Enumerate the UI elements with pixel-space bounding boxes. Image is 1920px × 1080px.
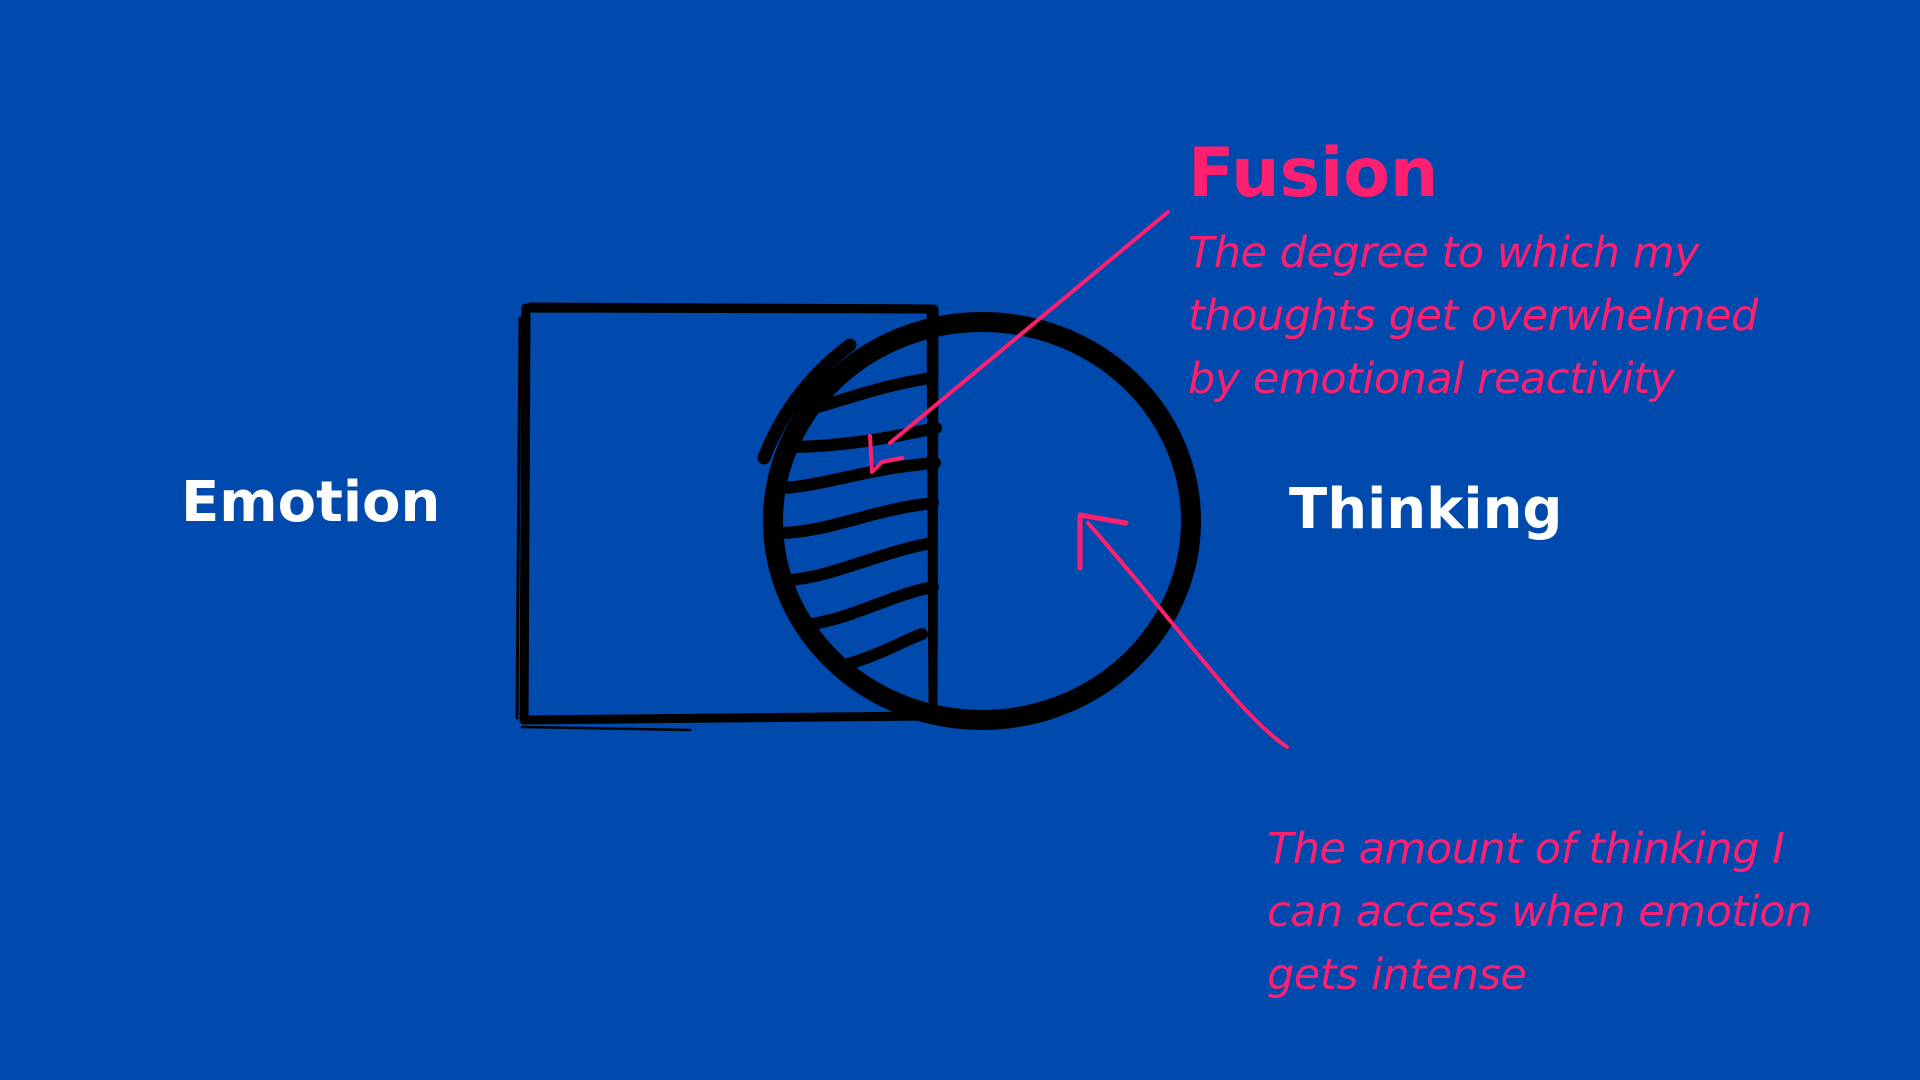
thinking-description-line: The amount of thinking I xyxy=(1267,824,1785,874)
hatch-line xyxy=(774,497,939,539)
fusion-title: Fusion xyxy=(1188,134,1439,213)
fusion-description-line: by emotional reactivity xyxy=(1188,354,1675,404)
fusion-pointer-arrow xyxy=(868,210,1170,474)
hatch-line xyxy=(794,372,936,418)
thinking-label: Thinking xyxy=(1289,477,1563,542)
thinking-circle xyxy=(763,312,1201,730)
fusion-description-line: The degree to which my xyxy=(1188,228,1700,278)
fusion-description-line: thoughts get overwhelmed xyxy=(1188,291,1758,341)
overlap-hatching xyxy=(774,372,942,671)
hatch-line xyxy=(779,457,941,494)
thinking-description-line: can access when emotion xyxy=(1267,887,1812,937)
hatch-line xyxy=(799,581,939,631)
hatch-line xyxy=(782,537,938,586)
fusion-description: The degree to which my thoughts get over… xyxy=(1188,222,1758,411)
thinking-description-line: gets intense xyxy=(1267,950,1527,1000)
thinking-description: The amount of thinking I can access when… xyxy=(1267,818,1812,1007)
emotion-label: Emotion xyxy=(181,470,441,535)
hatch-line xyxy=(839,628,928,671)
circle-arc-stroke xyxy=(757,338,857,465)
hatch-line xyxy=(787,422,942,454)
thinking-pointer-arrow xyxy=(1077,512,1289,749)
